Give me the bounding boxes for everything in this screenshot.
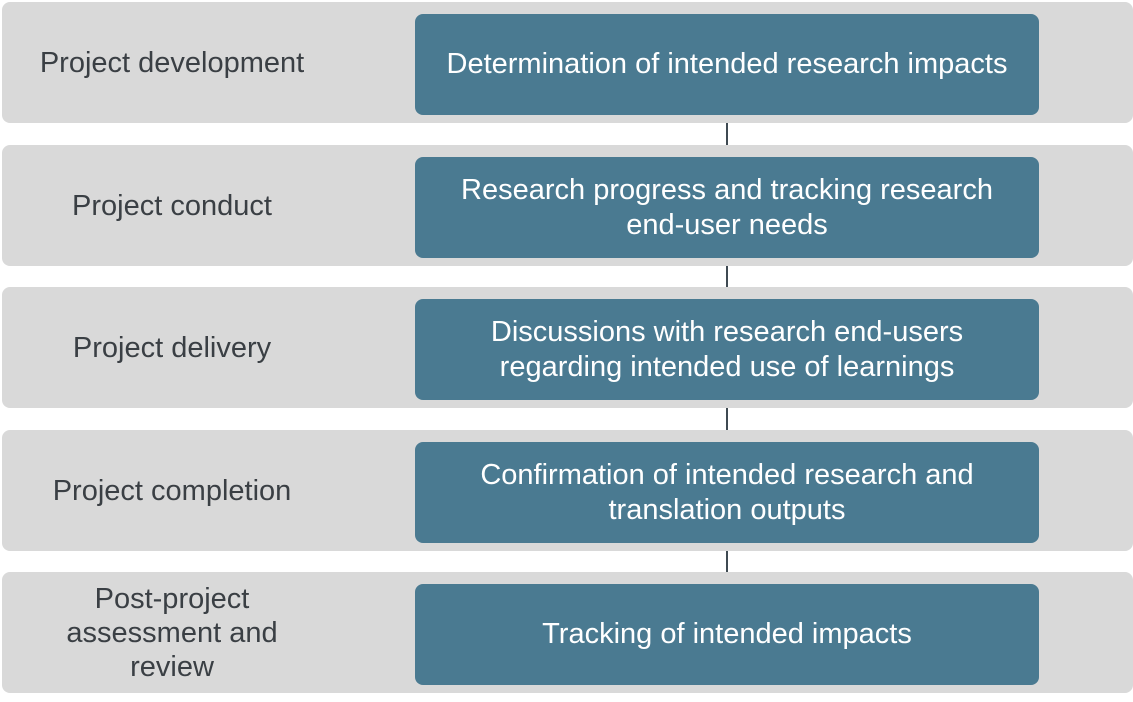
stage-label: Project conduct [72,189,272,222]
stage-label: Project delivery [72,331,272,364]
stage-row-project-development: Project development Determination of int… [2,2,1133,123]
stage-row-project-delivery: Project delivery Discussions with resear… [2,287,1133,408]
stage-label: Post-project assessment and review [66,582,278,683]
stage-activity-box: Research progress and tracking research … [415,157,1039,258]
stage-activity-box: Determination of intended research impac… [415,14,1039,115]
stage-row-project-conduct: Project conduct Research progress and tr… [2,145,1133,266]
stage-label: Project development [39,46,305,79]
stage-activity-box: Tracking of intended impacts [415,584,1039,685]
stage-row-project-completion: Project completion Confirmation of inten… [2,430,1133,551]
stage-activity-box: Confirmation of intended research and tr… [415,442,1039,543]
stage-row-post-project-review: Post-project assessment and review Track… [2,572,1133,693]
stage-label: Project completion [52,474,292,507]
stage-activity-box: Discussions with research end-users rega… [415,299,1039,400]
